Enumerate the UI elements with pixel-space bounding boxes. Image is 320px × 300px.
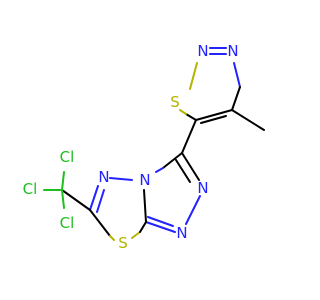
- atom-n-thiadiazole-2: N: [227, 42, 238, 60]
- atom-n-thiadiazole-1: N: [197, 42, 208, 60]
- atom-n-triazole-bridge: N: [139, 171, 150, 189]
- bond-ccl3-cl-bottom: [61, 189, 65, 209]
- atom-n-fused-ring: N: [98, 168, 109, 186]
- bond-c5-s1-color: [179, 109, 187, 115]
- bond-s-c8a-cont: [139, 221, 147, 233]
- bond-c3-n2-inner: [175, 159, 191, 183]
- atom-cl-left: Cl: [23, 180, 38, 198]
- bond-c4-c5: [195, 109, 233, 121]
- bond-c5-s1: [185, 113, 197, 121]
- bond-c3-n4-color: [155, 167, 164, 173]
- bond-c3-n2: [181, 152, 200, 181]
- bond-ccl3-cl-top: [61, 171, 65, 191]
- bond-s1-n: [189, 62, 198, 90]
- atom-s-fused-ring: S: [118, 234, 128, 252]
- bond-c4-methyl: [231, 109, 265, 131]
- atom-cl-bottom: Cl: [60, 214, 75, 232]
- bond-c-s: [89, 209, 111, 237]
- bond-n1-c8a: [145, 221, 176, 233]
- bond-c8a-n4: [143, 189, 147, 223]
- bond-n1-c8a-inner: [147, 216, 174, 227]
- molecule-structure: S N N N N N N S Cl Cl Cl: [23, 42, 265, 252]
- atom-s-thiadiazole: S: [170, 93, 180, 111]
- bond-nfused-c-inner: [96, 189, 105, 213]
- bond-c5-c3: [181, 119, 197, 154]
- atom-n-triazole-3: N: [197, 179, 208, 197]
- bond-c-s-color: [109, 235, 115, 241]
- bond-c4-n-cont: [231, 86, 241, 111]
- bond-n-c4: [233, 62, 241, 88]
- bond-n2-n1: [185, 195, 201, 225]
- bond-c3-n4: [162, 152, 183, 169]
- bond-n4-nfused: [109, 177, 133, 181]
- bond-c4-c5-inner: [200, 115, 227, 124]
- bond-s-c8a: [131, 231, 141, 239]
- atom-cl-top: Cl: [60, 148, 75, 166]
- bond-c-ccl3: [61, 189, 91, 211]
- atom-n-triazole-2: N: [176, 224, 187, 242]
- bond-nfused-c: [89, 185, 99, 211]
